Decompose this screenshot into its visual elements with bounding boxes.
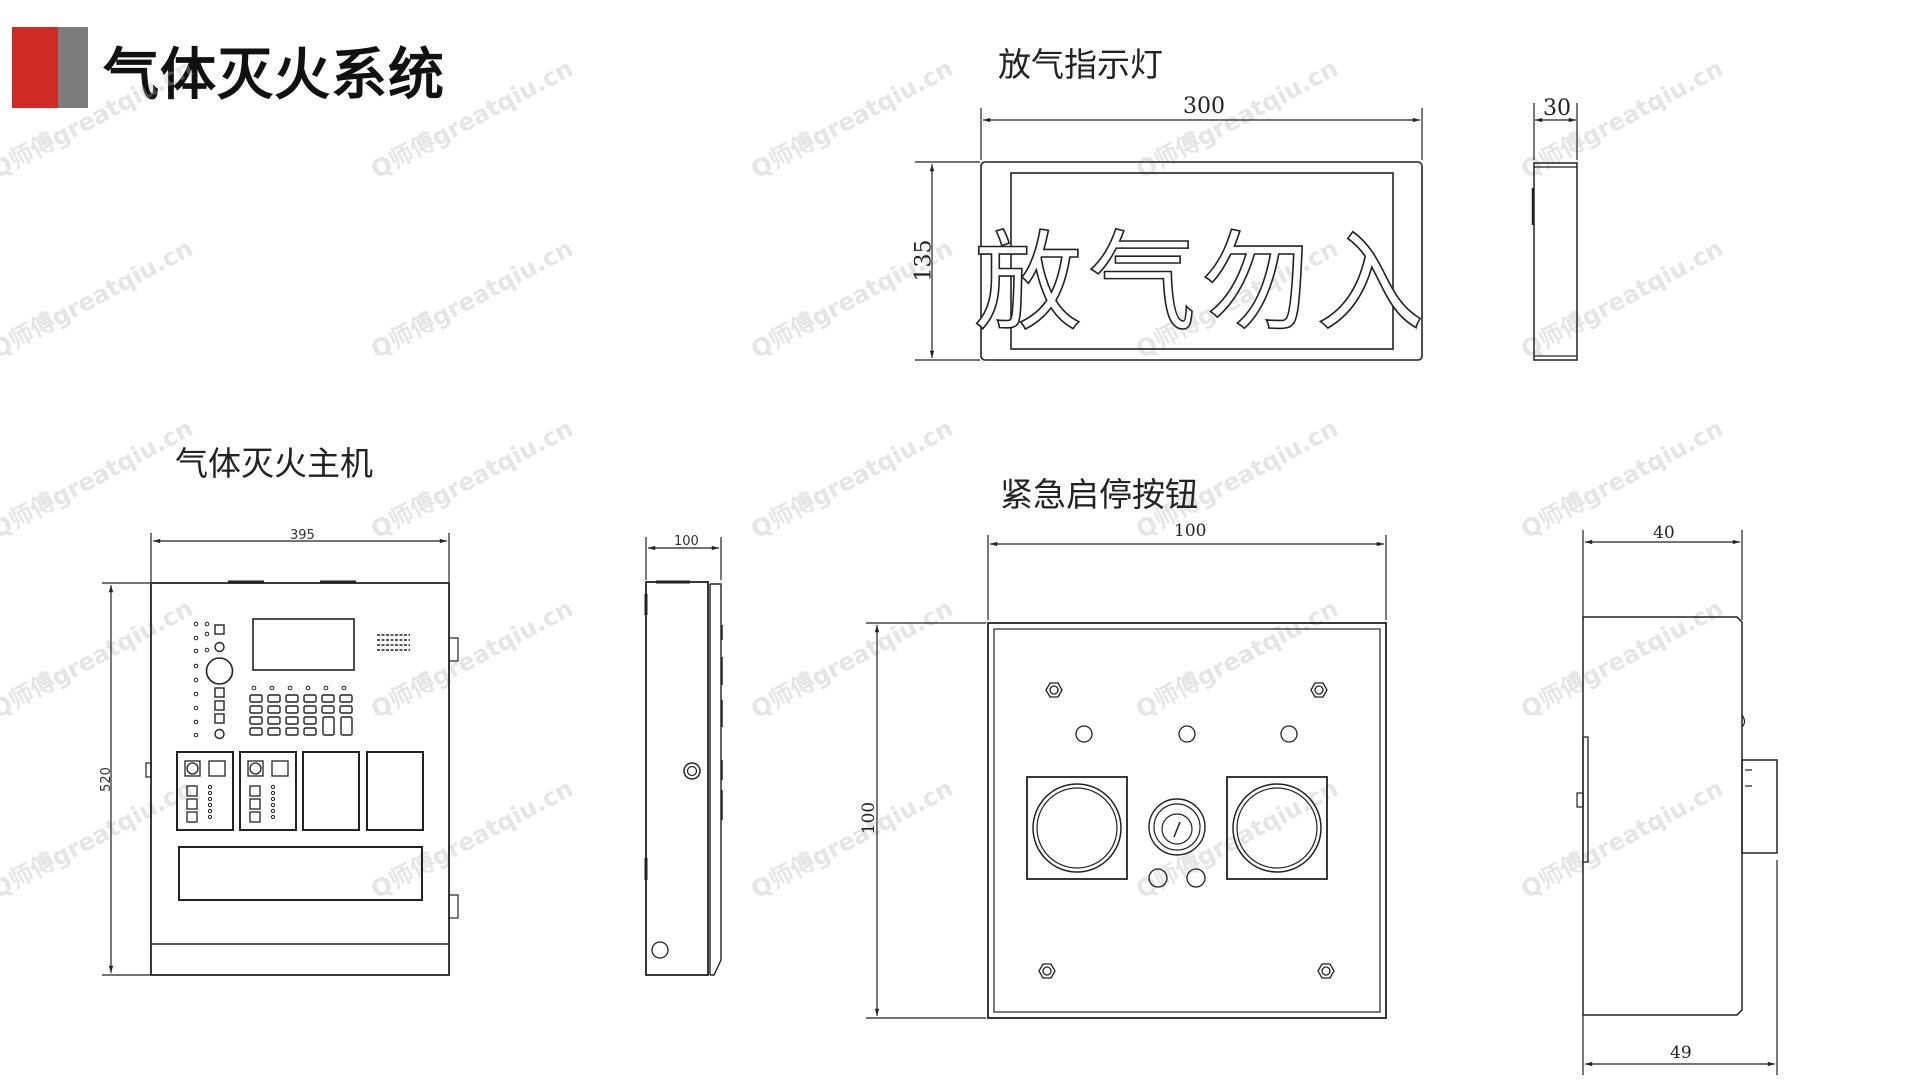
emergency-button-side [1576, 530, 1778, 1075]
discharge-indicator-side [1531, 103, 1578, 361]
dim-button-width: 100 [1174, 521, 1207, 541]
discharge-indicator-label: 放气指示灯 [998, 45, 1163, 84]
dim-host-height: 520 [98, 767, 114, 792]
sign-text: 放气勿入 [974, 221, 1430, 346]
dim-indicator-height: 135 [911, 239, 937, 282]
dim-button-depth: 40 [1653, 523, 1675, 543]
dim-indicator-depth: 30 [1543, 96, 1571, 121]
control-host-side [644, 537, 723, 976]
control-host-front [102, 533, 459, 976]
page-title: 气体灭火系统 [103, 43, 445, 108]
dim-button-height: 100 [859, 801, 880, 835]
emergency-button-label: 紧急启停按钮 [1000, 475, 1198, 514]
dim-indicator-width: 300 [1183, 94, 1225, 119]
dim-host-width: 395 [290, 528, 315, 543]
discharge-indicator-front [915, 108, 1423, 361]
emergency-button-front [866, 535, 1387, 1019]
title-accent-gray [58, 27, 88, 108]
dim-host-depth: 100 [674, 534, 699, 549]
control-host-label: 气体灭火主机 [175, 444, 373, 483]
title-accent-red [12, 27, 58, 108]
dim-button-depth-total: 49 [1670, 1043, 1692, 1063]
